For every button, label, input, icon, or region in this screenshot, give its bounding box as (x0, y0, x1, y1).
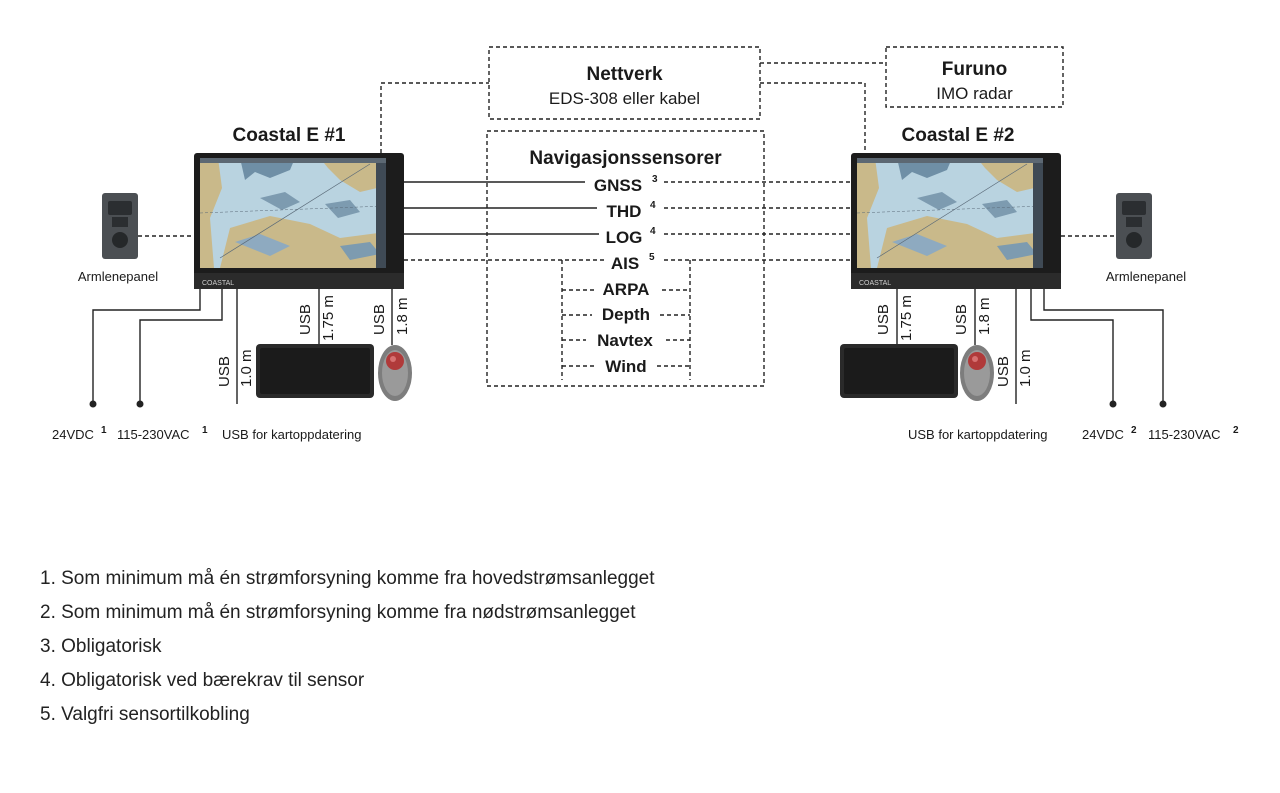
sensor-ais: AIS (611, 254, 639, 273)
footnote-5: 5. Valgfri sensortilkobling (40, 704, 250, 725)
station2-usb2-label: USB (953, 304, 970, 335)
footnote-3: 3. Obligatorisk (40, 636, 162, 657)
sensor-links-dashed (404, 181, 851, 380)
sensor-ais-note: 5 (649, 252, 655, 263)
sensor-thd: THD (607, 202, 642, 221)
station1-cables (92, 289, 393, 404)
sensor-title: Navigasjonssensorer (529, 148, 722, 169)
station2-armrest-panel (1116, 193, 1152, 259)
station1-usb-update-label: USB for kartoppdatering (222, 427, 361, 442)
station2-ac-label: 115-230VAC (1148, 427, 1221, 442)
network-box (488, 46, 761, 120)
station2-monitor: COASTAL (851, 153, 1061, 289)
station2-dc-terminal (1109, 400, 1117, 408)
network-links (380, 62, 886, 153)
sensor-gnss-note: 3 (652, 174, 658, 185)
sensor-links-station1 (404, 181, 599, 235)
sensor-navtex: Navtex (597, 331, 653, 350)
footnotes: 1. Som minimum må én strømforsyning komm… (40, 562, 655, 732)
sensor-depth: Depth (602, 305, 650, 324)
station1-dc-note: 1 (101, 425, 107, 436)
station2-usb2-length: 1.8 m (976, 297, 993, 335)
station1-usb2-label: USB (297, 304, 314, 335)
station2-dc-note: 2 (1131, 425, 1137, 436)
footnote-4: 4. Obligatorisk ved bærekrav til sensor (40, 670, 365, 691)
radar-subtitle: IMO radar (936, 84, 1013, 103)
station2-trackball (960, 345, 994, 401)
station2-ac-terminal (1159, 400, 1167, 408)
station2-usb1-label: USB (875, 304, 892, 335)
station1-dc-label: 24VDC (52, 427, 94, 442)
station1-ac-note: 1 (202, 425, 208, 436)
station2-usb3-label: USB (995, 356, 1012, 387)
station1-monitor: COASTAL (194, 153, 404, 289)
radar-box (885, 46, 1064, 108)
station1-bezel-brand: COASTAL (202, 280, 234, 287)
station1-usb2-length: 1.75 m (320, 295, 337, 341)
station2-usb1-length: 1.75 m (898, 295, 915, 341)
station1-ac-label: 115-230VAC (117, 427, 190, 442)
station1-usb1-label: USB (216, 356, 233, 387)
station1-title: Coastal E #1 (233, 125, 346, 146)
station2-armrest-label: Armlenepanel (1106, 269, 1186, 284)
sensor-log: LOG (606, 228, 643, 247)
station2-keyboard (840, 344, 958, 398)
sensor-arpa: ARPA (603, 280, 650, 299)
sensor-gnss: GNSS (594, 176, 642, 195)
station1-dc-terminal (89, 400, 97, 408)
station2-bezel-brand: COASTAL (859, 280, 891, 287)
station1-usb3-length: 1.8 m (394, 297, 411, 335)
network-subtitle: EDS-308 eller kabel (549, 89, 700, 108)
sensor-log-note: 4 (650, 226, 656, 237)
station1-armrest-label: Armlenepanel (78, 269, 158, 284)
station2-usb-update-label: USB for kartoppdatering (908, 427, 1047, 442)
radar-title: Furuno (942, 59, 1007, 80)
sensor-thd-note: 4 (650, 200, 656, 211)
footnote-2: 2. Som minimum må én strømforsyning komm… (40, 602, 636, 623)
station1-armrest-panel (102, 193, 138, 259)
station2-ac-note: 2 (1233, 425, 1239, 436)
station1-usb1-length: 1.0 m (238, 349, 255, 387)
sensor-wind: Wind (605, 357, 646, 376)
station1-trackball (378, 345, 412, 401)
station2-cables (896, 289, 1164, 404)
station2-usb3-length: 1.0 m (1017, 349, 1034, 387)
station1-ac-terminal (136, 400, 144, 408)
station1-usb3-label: USB (371, 304, 388, 335)
station2-title: Coastal E #2 (902, 125, 1015, 146)
network-title: Nettverk (586, 64, 662, 85)
footnote-1: 1. Som minimum må én strømforsyning komm… (40, 568, 655, 589)
sensor-labels: GNSS 3 THD 4 LOG 4 AIS 5 ARPA Depth Navt… (594, 174, 658, 376)
station1-keyboard (256, 344, 374, 398)
station2-dc-label: 24VDC (1082, 427, 1124, 442)
